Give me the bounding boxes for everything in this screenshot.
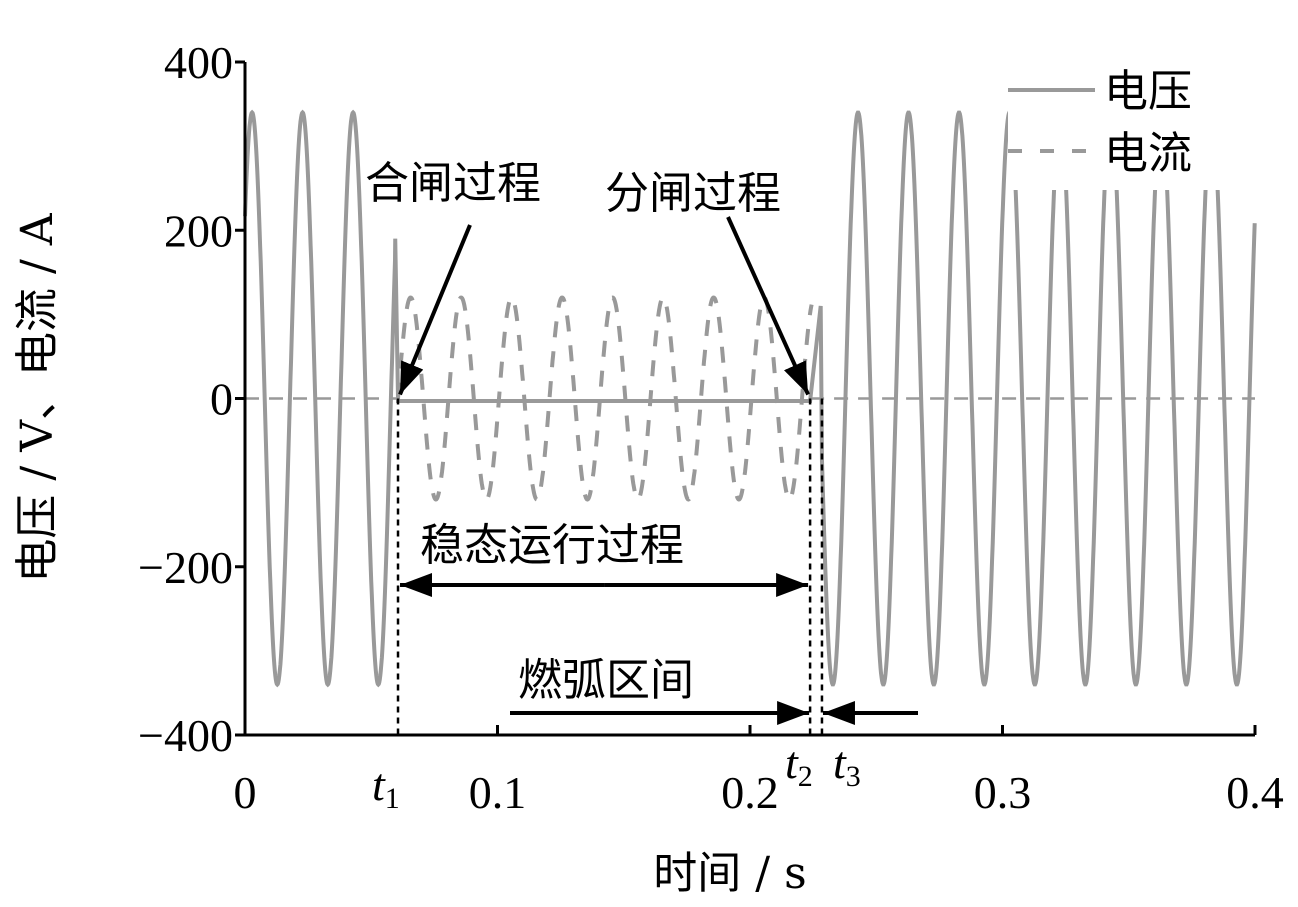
t1-label: t1 bbox=[372, 759, 400, 815]
y-tick-label: −200 bbox=[138, 542, 233, 593]
y-axis-label: 电压 / V、电流 / A bbox=[12, 212, 63, 582]
legend: 电压 电流 bbox=[1008, 66, 1192, 179]
annotation-opening: 分闸过程 bbox=[605, 168, 781, 219]
current-series-line bbox=[396, 295, 814, 502]
x-tick-label: 0.3 bbox=[974, 767, 1032, 818]
t3-label: t3 bbox=[833, 737, 861, 793]
legend-current-label: 电流 bbox=[1104, 128, 1192, 179]
x-tick-label: 0.4 bbox=[1226, 767, 1284, 818]
annotation-closing: 合闸过程 bbox=[365, 158, 541, 209]
closing-arrow bbox=[398, 224, 472, 396]
x-axis-label: 时间 / s bbox=[653, 848, 806, 899]
x-tick-label: 0.1 bbox=[469, 767, 527, 818]
t2-label: t2 bbox=[785, 737, 813, 793]
y-tick-label: 0 bbox=[210, 374, 233, 425]
opening-arrow bbox=[726, 216, 810, 396]
annotation-steady: 稳态运行过程 bbox=[420, 520, 684, 571]
x-tick-label: 0 bbox=[234, 767, 257, 818]
x-tick-label: 0.2 bbox=[721, 767, 779, 818]
y-tick-label: 200 bbox=[164, 205, 233, 256]
legend-voltage-label: 电压 bbox=[1104, 66, 1192, 117]
y-tick-label: 400 bbox=[164, 37, 233, 88]
y-tick-label: −400 bbox=[138, 710, 233, 761]
annotation-arcing: 燃弧区间 bbox=[518, 655, 694, 706]
